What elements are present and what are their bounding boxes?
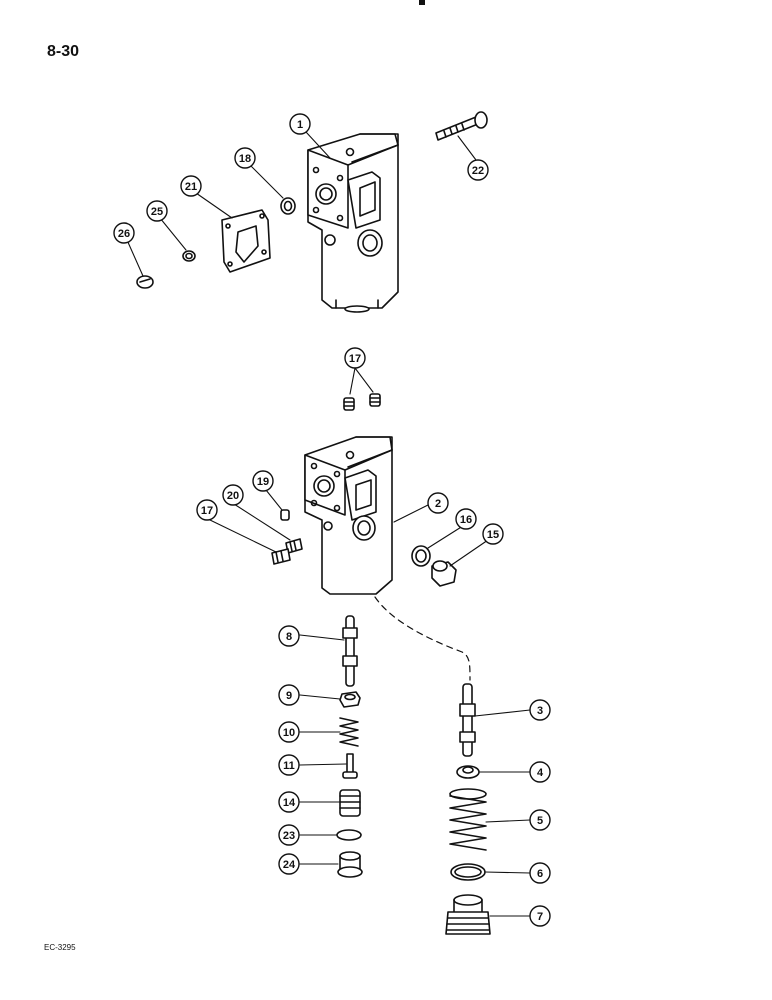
callout-circle-20	[222, 484, 244, 506]
spring-10	[339, 717, 359, 747]
o-ring-16	[411, 545, 431, 567]
figure-code: EC-3295	[44, 943, 76, 952]
callout-circle-10	[278, 721, 300, 743]
valve-body-lower	[304, 436, 393, 595]
valve-body-upper	[307, 133, 399, 313]
plug-7	[445, 894, 491, 935]
sleeve-14	[339, 789, 361, 817]
callout-label: 24	[283, 859, 296, 871]
assembly-path-line	[374, 596, 471, 681]
callout-circle-24	[278, 853, 300, 875]
callout-label: 19	[257, 476, 269, 488]
callout-circle-2	[427, 492, 449, 514]
spool-3	[459, 683, 476, 757]
callout-circle-25	[146, 200, 168, 222]
ring-23	[336, 829, 362, 841]
callout-label: 2	[435, 498, 441, 510]
set-screws-upper	[343, 393, 381, 411]
callout-label: 25	[151, 206, 163, 218]
callout-label: 3	[537, 705, 543, 717]
callout-circle-6	[529, 862, 551, 884]
page-edge-mark	[419, 0, 425, 5]
callout-label: 10	[283, 727, 295, 739]
pin-19	[280, 509, 290, 521]
callout-circle-18	[234, 147, 256, 169]
callout-circle-9	[278, 684, 300, 706]
callout-circle-7	[529, 905, 551, 927]
callout-circle-5	[529, 809, 551, 831]
callout-label: 17	[349, 353, 361, 365]
callout-circle-21	[180, 175, 202, 197]
gasket	[221, 209, 271, 273]
callout-circle-19	[252, 470, 274, 492]
page-number: 8-30	[47, 43, 80, 60]
callout-label: 8	[286, 631, 292, 643]
callout-circle-14	[278, 791, 300, 813]
seat-4	[456, 765, 480, 779]
seat-9	[339, 691, 361, 708]
callout-circle-17b	[196, 499, 218, 521]
plug-24	[337, 851, 363, 878]
callout-circle-1	[289, 113, 311, 135]
callout-label: 7	[537, 911, 543, 923]
callout-label: 4	[537, 767, 544, 779]
callout-circle-8	[278, 625, 300, 647]
cap-screw	[435, 111, 488, 141]
callout-label: 23	[283, 830, 295, 842]
plug-26	[136, 275, 154, 289]
callout-circle-11	[278, 754, 300, 776]
callout-label: 18	[239, 153, 251, 165]
plug-15	[431, 560, 457, 587]
callout-circle-17a	[344, 347, 366, 369]
callout-label: 16	[460, 514, 472, 526]
spool-8	[342, 615, 358, 687]
o-ring-18	[280, 197, 296, 215]
callout-circle-22	[467, 159, 489, 181]
callout-circle-16	[455, 508, 477, 530]
callout-label: 26	[118, 228, 130, 240]
callout-circle-3	[529, 699, 551, 721]
callout-label: 22	[472, 165, 484, 177]
callout-label: 5	[537, 815, 543, 827]
set-screws-side	[271, 538, 303, 565]
callout-circle-26	[113, 222, 135, 244]
callout-label: 21	[185, 181, 197, 193]
callout-label: 6	[537, 868, 543, 880]
callout-circle-15	[482, 523, 504, 545]
callout-label: 1	[297, 119, 303, 131]
spring-5	[449, 788, 487, 851]
callout-circle-4	[529, 761, 551, 783]
callout-label: 9	[286, 690, 292, 702]
callout-label: 14	[283, 797, 296, 809]
o-ring-25	[182, 250, 196, 262]
pin-11	[342, 753, 358, 779]
leader-lines	[126, 131, 531, 917]
callout-label: 15	[487, 529, 499, 541]
callout-label: 11	[283, 760, 295, 772]
callout-label: 17	[201, 505, 213, 517]
callout-circle-23	[278, 824, 300, 846]
callout-label: 20	[227, 490, 239, 502]
